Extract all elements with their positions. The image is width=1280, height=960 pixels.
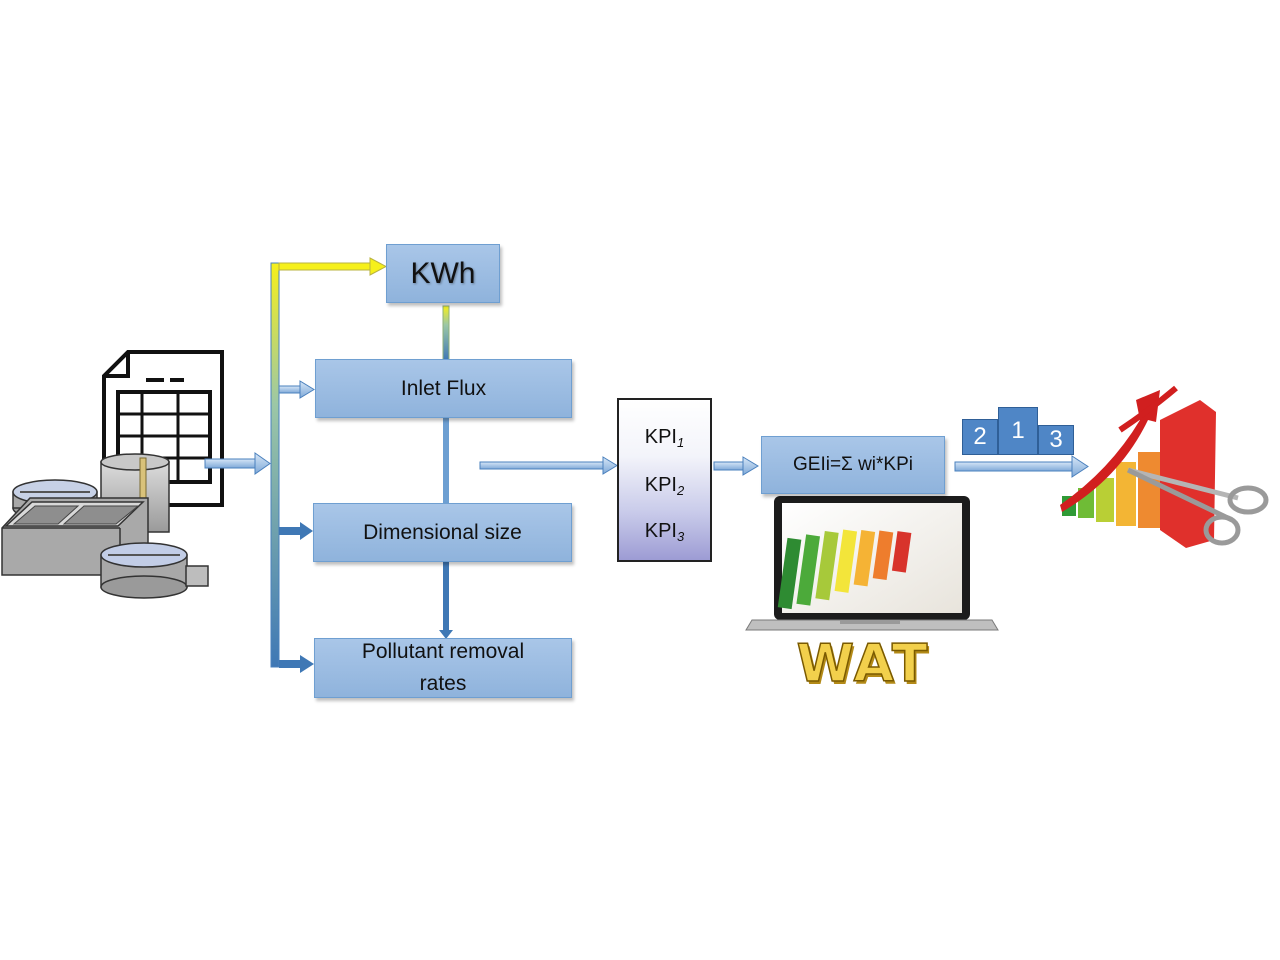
dimensional-size-box: Dimensional size	[313, 503, 572, 562]
vertical-connector	[439, 305, 453, 639]
arrow-to-kpi	[479, 456, 618, 475]
arrow-kpi-to-formula	[713, 456, 759, 476]
kpi-3-label: KPI3	[644, 520, 685, 544]
podium-third-place: 3	[1038, 425, 1074, 455]
geli-formula-box: GEIi=Σ wi*KPi	[761, 436, 945, 494]
arrow-bus-to-kwh	[278, 257, 388, 276]
kpi-1-label: KPI1	[644, 426, 685, 450]
kwh-box: KWh	[386, 244, 500, 303]
podium-second-place: 2	[962, 419, 998, 455]
pollutant-removal-box: Pollutant removal rates	[314, 638, 572, 698]
kpi-2-label: KPI2	[644, 474, 685, 498]
arrow-formula-to-ranking	[954, 455, 1089, 478]
arrow-bus-to-inlet-flux	[278, 380, 315, 399]
podium-first-place: 1	[998, 407, 1038, 455]
wat-logo: WAT	[796, 634, 930, 694]
distribution-bus	[270, 262, 280, 668]
kpi-box: KPI1 KPI2 KPI3	[617, 398, 712, 562]
rising-chart-icon	[1060, 385, 1269, 548]
treatment-plant-icon	[1, 350, 224, 599]
arrow-bus-to-dimensional-size	[279, 522, 313, 540]
laptop-icon	[745, 496, 999, 631]
inlet-flux-box: Inlet Flux	[315, 359, 572, 418]
arrow-bus-to-pollutant-removal	[279, 655, 314, 673]
arrow-source-to-bus	[204, 452, 271, 475]
